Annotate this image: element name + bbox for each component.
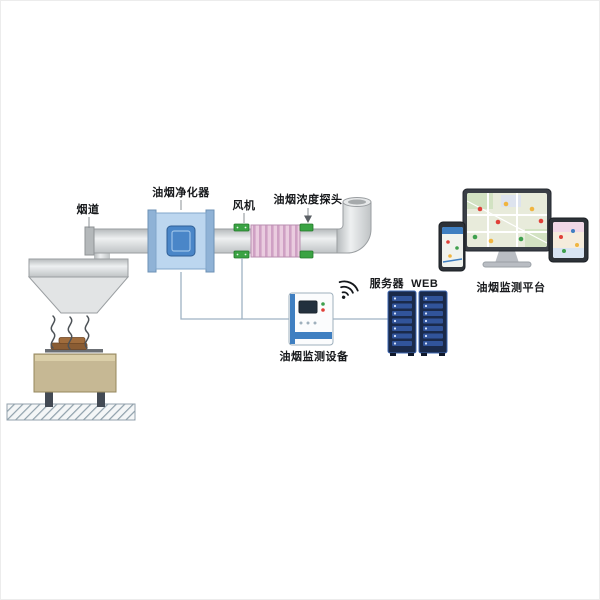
probe-clamp	[299, 223, 314, 259]
platform-label: 油烟监测平台	[476, 282, 546, 294]
status-led-green	[321, 302, 325, 306]
floor-hatch	[6, 403, 136, 421]
fan-label: 风机	[232, 200, 256, 212]
monitoring-device	[288, 292, 334, 346]
smoke-wisps	[50, 315, 90, 350]
server-web-label: 服务器 WEB	[370, 278, 439, 290]
duct-end-cap	[84, 226, 95, 256]
fan-clamp	[233, 223, 250, 259]
duct-label: 烟道	[76, 204, 100, 216]
probe-label: 油烟浓度探头	[273, 194, 343, 206]
wifi-icon	[338, 280, 359, 299]
tablet	[548, 217, 589, 263]
grill-plate	[45, 349, 103, 353]
server-tower-right	[418, 290, 448, 357]
duct-elbow	[336, 197, 372, 254]
connection-lines	[180, 258, 388, 320]
device-label: 油烟监测设备	[279, 351, 349, 363]
desktop-monitor	[462, 188, 552, 268]
cooking-stove	[33, 337, 117, 407]
smartphone	[438, 221, 466, 272]
purifier-label: 油烟净化器	[152, 187, 210, 199]
server-label: 服务器	[369, 278, 405, 290]
label-connectors	[88, 200, 309, 228]
tablet-screen	[553, 222, 584, 258]
status-led-red	[321, 308, 325, 312]
monitor-map	[467, 193, 547, 247]
web-label: WEB	[411, 278, 439, 290]
range-hood	[27, 251, 130, 314]
monitor-stand	[482, 261, 532, 268]
probe-arrowhead	[304, 215, 312, 223]
purifier-unit	[147, 209, 215, 273]
phone-screen	[442, 227, 463, 267]
corrugated-hose	[250, 224, 301, 258]
server-tower-left	[387, 290, 417, 356]
device-screen	[298, 300, 318, 314]
